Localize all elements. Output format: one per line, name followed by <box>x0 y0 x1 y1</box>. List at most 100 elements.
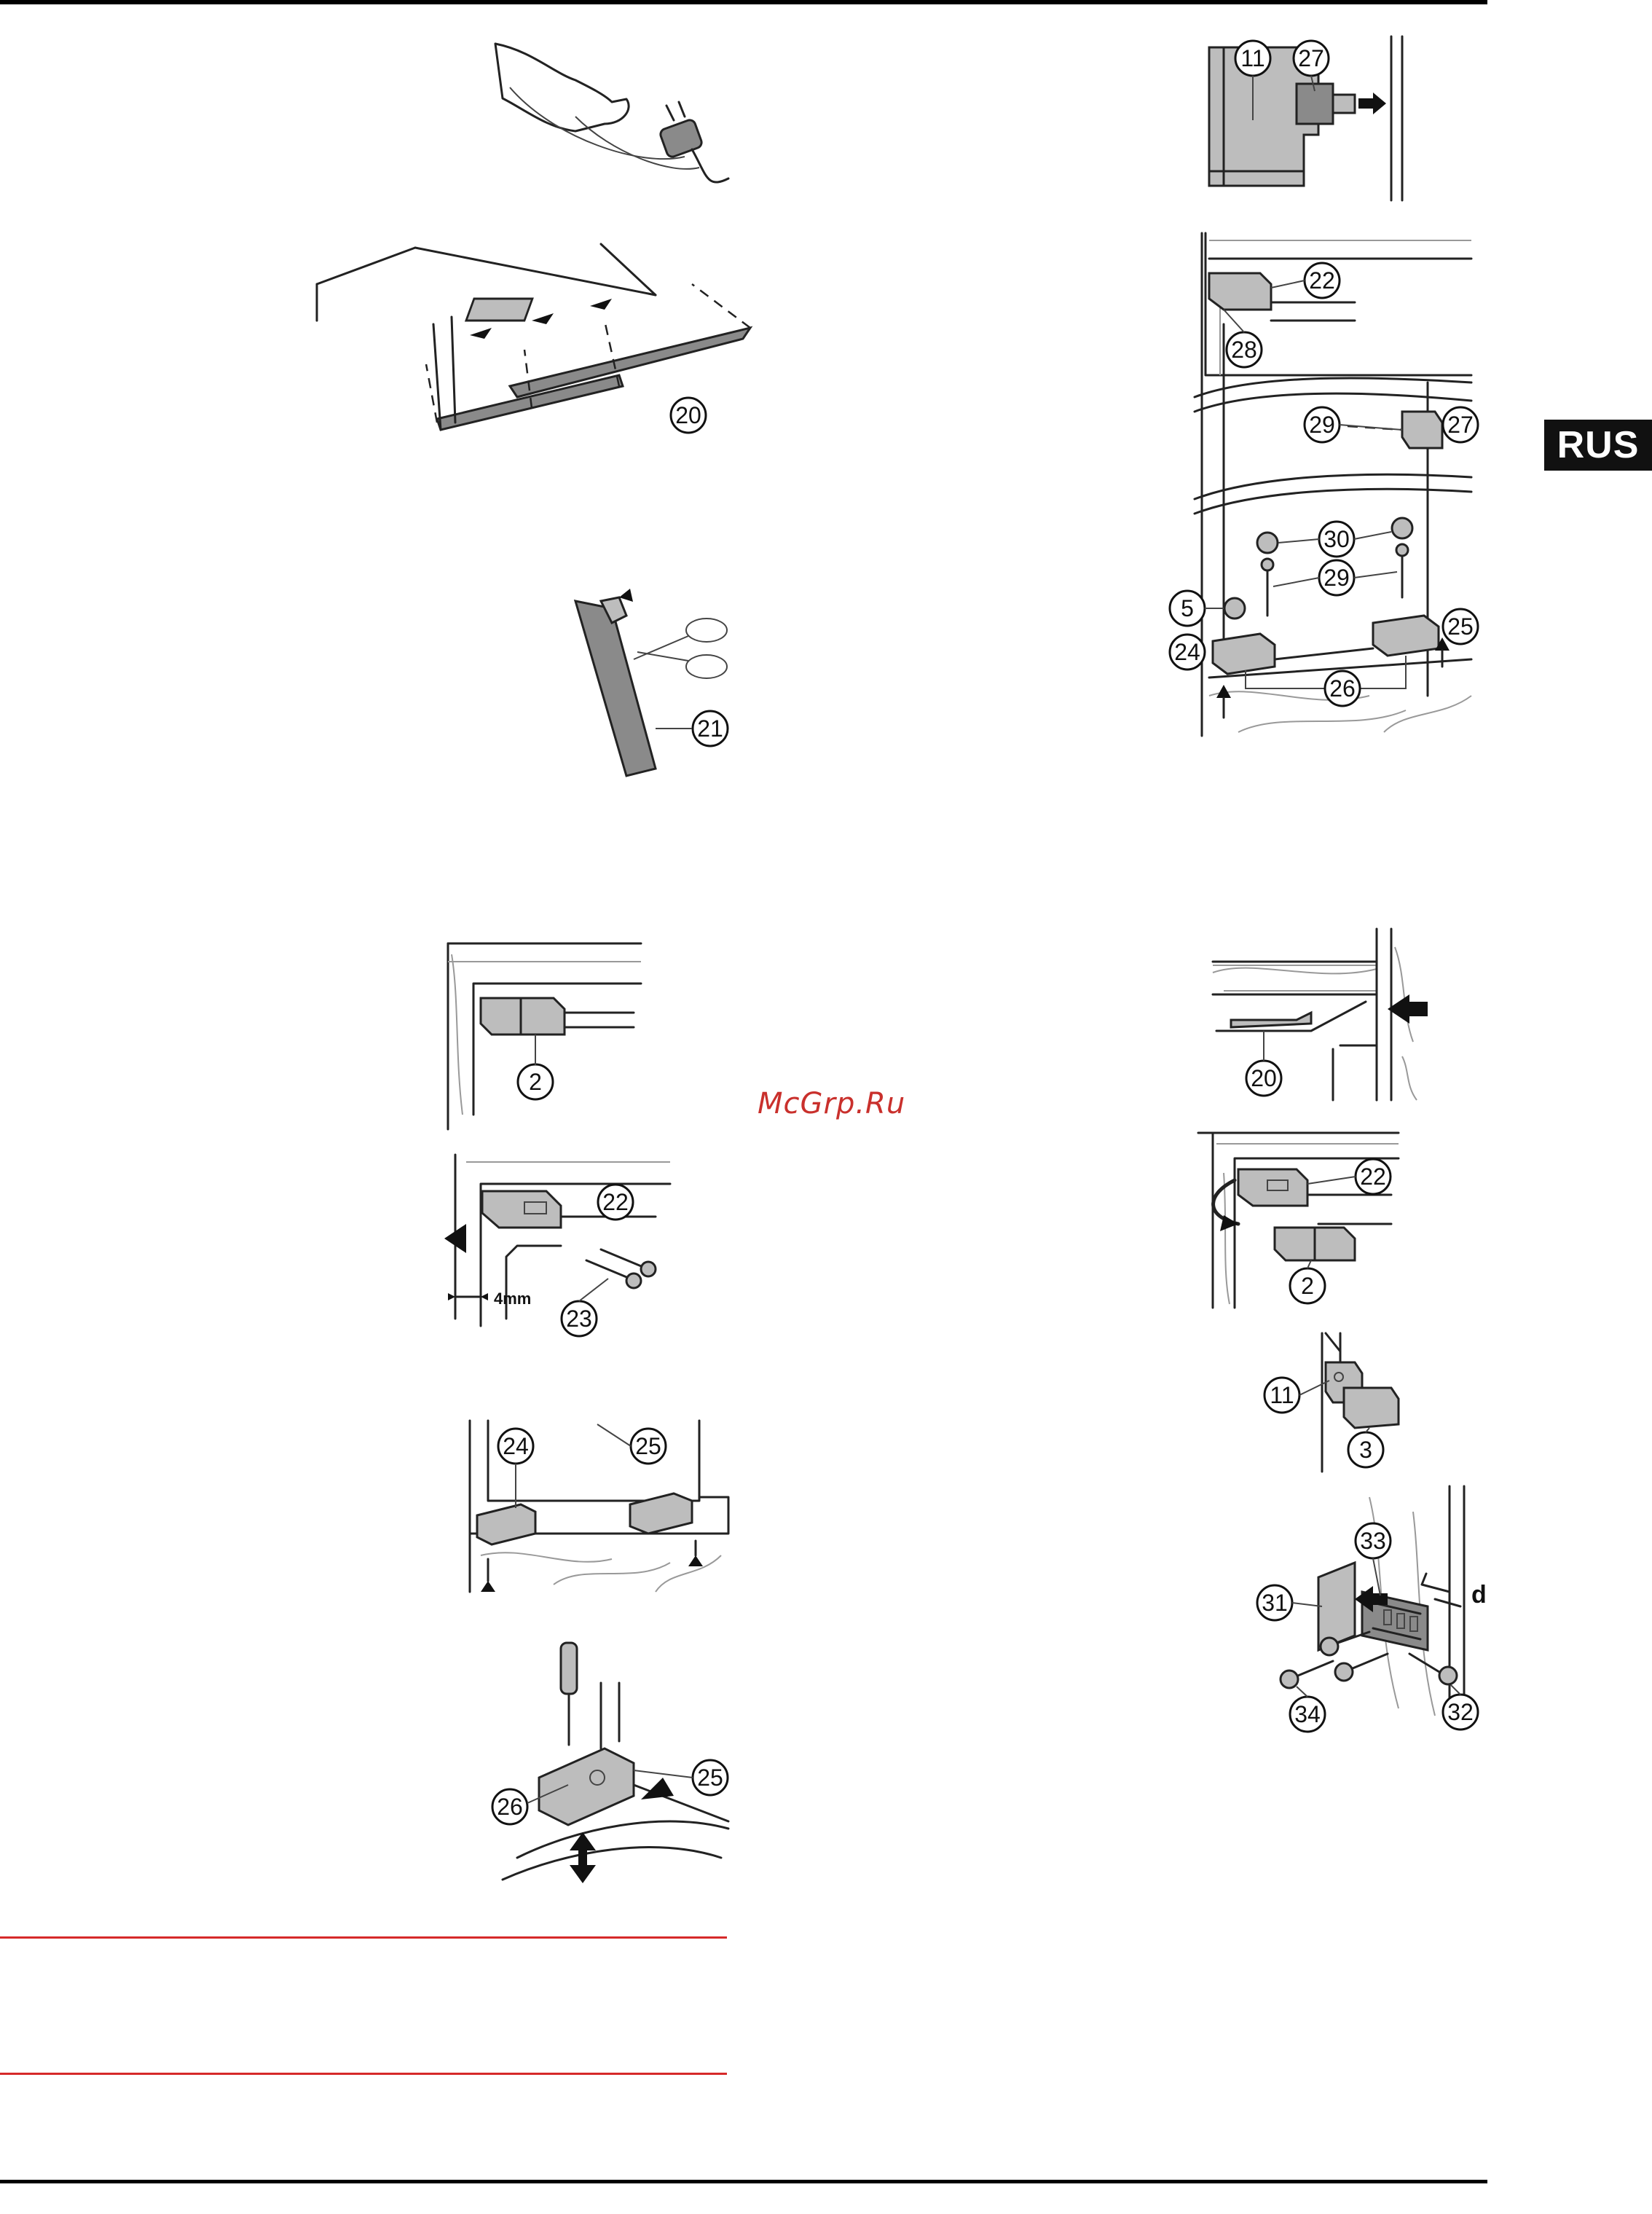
cap-30-left <box>1257 533 1278 553</box>
callout-33: 33 <box>1356 1523 1391 1558</box>
screw-icon <box>1281 1632 1457 1688</box>
cap-5 <box>1224 598 1245 619</box>
svg-text:32: 32 <box>1447 1699 1474 1725</box>
svg-text:5: 5 <box>1181 595 1194 621</box>
callout-29: 29 <box>1319 560 1354 595</box>
bottom-rule <box>0 2180 1487 2183</box>
red-separator-top <box>0 1936 727 1939</box>
svg-text:26: 26 <box>1329 675 1356 702</box>
plate-31 <box>1318 1563 1355 1650</box>
svg-text:22: 22 <box>1360 1163 1386 1190</box>
figure-cover-strip: 20 <box>313 240 750 452</box>
hinge-block-25 <box>630 1493 692 1534</box>
hinge-24 <box>1213 634 1275 674</box>
svg-text:31: 31 <box>1262 1590 1288 1616</box>
figure-hinges-base: 24 25 <box>466 1417 736 1595</box>
svg-text:24: 24 <box>1174 639 1200 665</box>
svg-text:27: 27 <box>1298 45 1324 71</box>
plug-icon <box>659 119 704 159</box>
red-separator-bottom <box>0 2073 727 2075</box>
bracket-22 <box>1209 273 1271 310</box>
figure-screwdriver-adjust: 26 25 <box>488 1639 750 1880</box>
svg-text:11: 11 <box>1270 1382 1294 1408</box>
figure-bracket-22: 4mm 22 23 <box>437 1151 685 1340</box>
figure-panel-push: 20 <box>1209 925 1428 1104</box>
scissors-icon <box>634 619 727 678</box>
svg-text:21: 21 <box>697 715 723 742</box>
svg-text:24: 24 <box>503 1433 529 1459</box>
callout-5: 5 <box>1170 591 1205 626</box>
bracket-22 <box>1238 1169 1307 1206</box>
figure-block-2: 2 <box>444 940 656 1137</box>
svg-text:23: 23 <box>566 1306 592 1332</box>
svg-text:20: 20 <box>675 402 701 428</box>
svg-text:27: 27 <box>1447 412 1474 438</box>
latch-27 <box>1402 412 1442 448</box>
callout-27: 27 <box>1443 407 1478 442</box>
top-rule <box>0 0 1487 4</box>
figure-door-assembly: 22 28 29 27 30 29 5 24 25 26 <box>1165 229 1479 739</box>
figure-scissors-cut: 21 <box>568 594 758 783</box>
callout-30: 30 <box>1319 522 1354 557</box>
svg-text:29: 29 <box>1323 565 1350 591</box>
callout-24: 24 <box>1170 635 1205 670</box>
svg-text:33: 33 <box>1360 1528 1386 1554</box>
callout-11: 11 <box>1264 1378 1299 1413</box>
svg-text:d: d <box>1471 1581 1487 1609</box>
svg-text:2: 2 <box>529 1069 542 1095</box>
figure-latch-11-27: 11 27 <box>1202 33 1406 200</box>
callout-25: 25 <box>693 1760 728 1795</box>
screw-icon <box>586 1249 656 1288</box>
callout-20: 20 <box>671 398 706 433</box>
adjuster-block-26 <box>539 1748 634 1825</box>
panel-strip-20 <box>1231 1013 1311 1027</box>
hinge-block-24 <box>477 1504 535 1544</box>
svg-text:11: 11 <box>1240 45 1264 71</box>
callout-22: 22 <box>1305 263 1340 298</box>
cap-3 <box>1344 1388 1399 1428</box>
callout-21: 21 <box>693 711 728 746</box>
callout-11: 11 <box>1235 41 1270 76</box>
callout-2: 2 <box>1290 1268 1325 1303</box>
callout-29: 29 <box>1305 407 1340 442</box>
svg-text:20: 20 <box>1251 1065 1277 1091</box>
callout-25: 25 <box>631 1429 666 1464</box>
svg-text:25: 25 <box>635 1433 661 1459</box>
callout-32: 32 <box>1443 1695 1478 1730</box>
svg-text:3: 3 <box>1359 1437 1372 1463</box>
svg-text:4mm: 4mm <box>494 1289 531 1308</box>
callout-26: 26 <box>1325 671 1360 706</box>
hinge-25 <box>1373 616 1439 656</box>
callout-25: 25 <box>1443 609 1478 644</box>
callout-28: 28 <box>1227 332 1262 367</box>
figure-mounting-plate: d 33 31 34 32 <box>1253 1483 1486 1723</box>
callout-2: 2 <box>518 1064 553 1099</box>
svg-text:2: 2 <box>1301 1273 1314 1299</box>
callout-23: 23 <box>562 1301 597 1336</box>
callout-24: 24 <box>498 1429 533 1464</box>
figure-unplug-power <box>466 29 743 197</box>
callout-20: 20 <box>1246 1061 1281 1096</box>
callout-3: 3 <box>1348 1432 1383 1467</box>
watermark: McGrp.Ru <box>758 1087 905 1120</box>
svg-text:28: 28 <box>1231 337 1257 363</box>
figure-bracket-cap: 22 2 <box>1195 1129 1406 1308</box>
svg-text:22: 22 <box>1309 267 1335 294</box>
callout-31: 31 <box>1257 1585 1292 1620</box>
cap-30-right <box>1392 518 1412 538</box>
svg-text:26: 26 <box>497 1794 523 1820</box>
callout-26: 26 <box>492 1789 527 1824</box>
callout-34: 34 <box>1290 1697 1325 1732</box>
figure-latch-cap: 11 3 <box>1253 1330 1413 1475</box>
svg-text:25: 25 <box>697 1764 723 1791</box>
bracket-part <box>482 1191 561 1228</box>
svg-text:30: 30 <box>1323 526 1350 552</box>
svg-text:25: 25 <box>1447 613 1474 640</box>
callout-22: 22 <box>598 1185 633 1220</box>
svg-text:29: 29 <box>1309 412 1335 438</box>
callout-22: 22 <box>1356 1159 1391 1194</box>
svg-text:34: 34 <box>1294 1701 1321 1727</box>
screwdriver-icon <box>561 1643 577 1745</box>
svg-text:22: 22 <box>602 1189 629 1215</box>
language-tab: RUS <box>1544 420 1652 471</box>
